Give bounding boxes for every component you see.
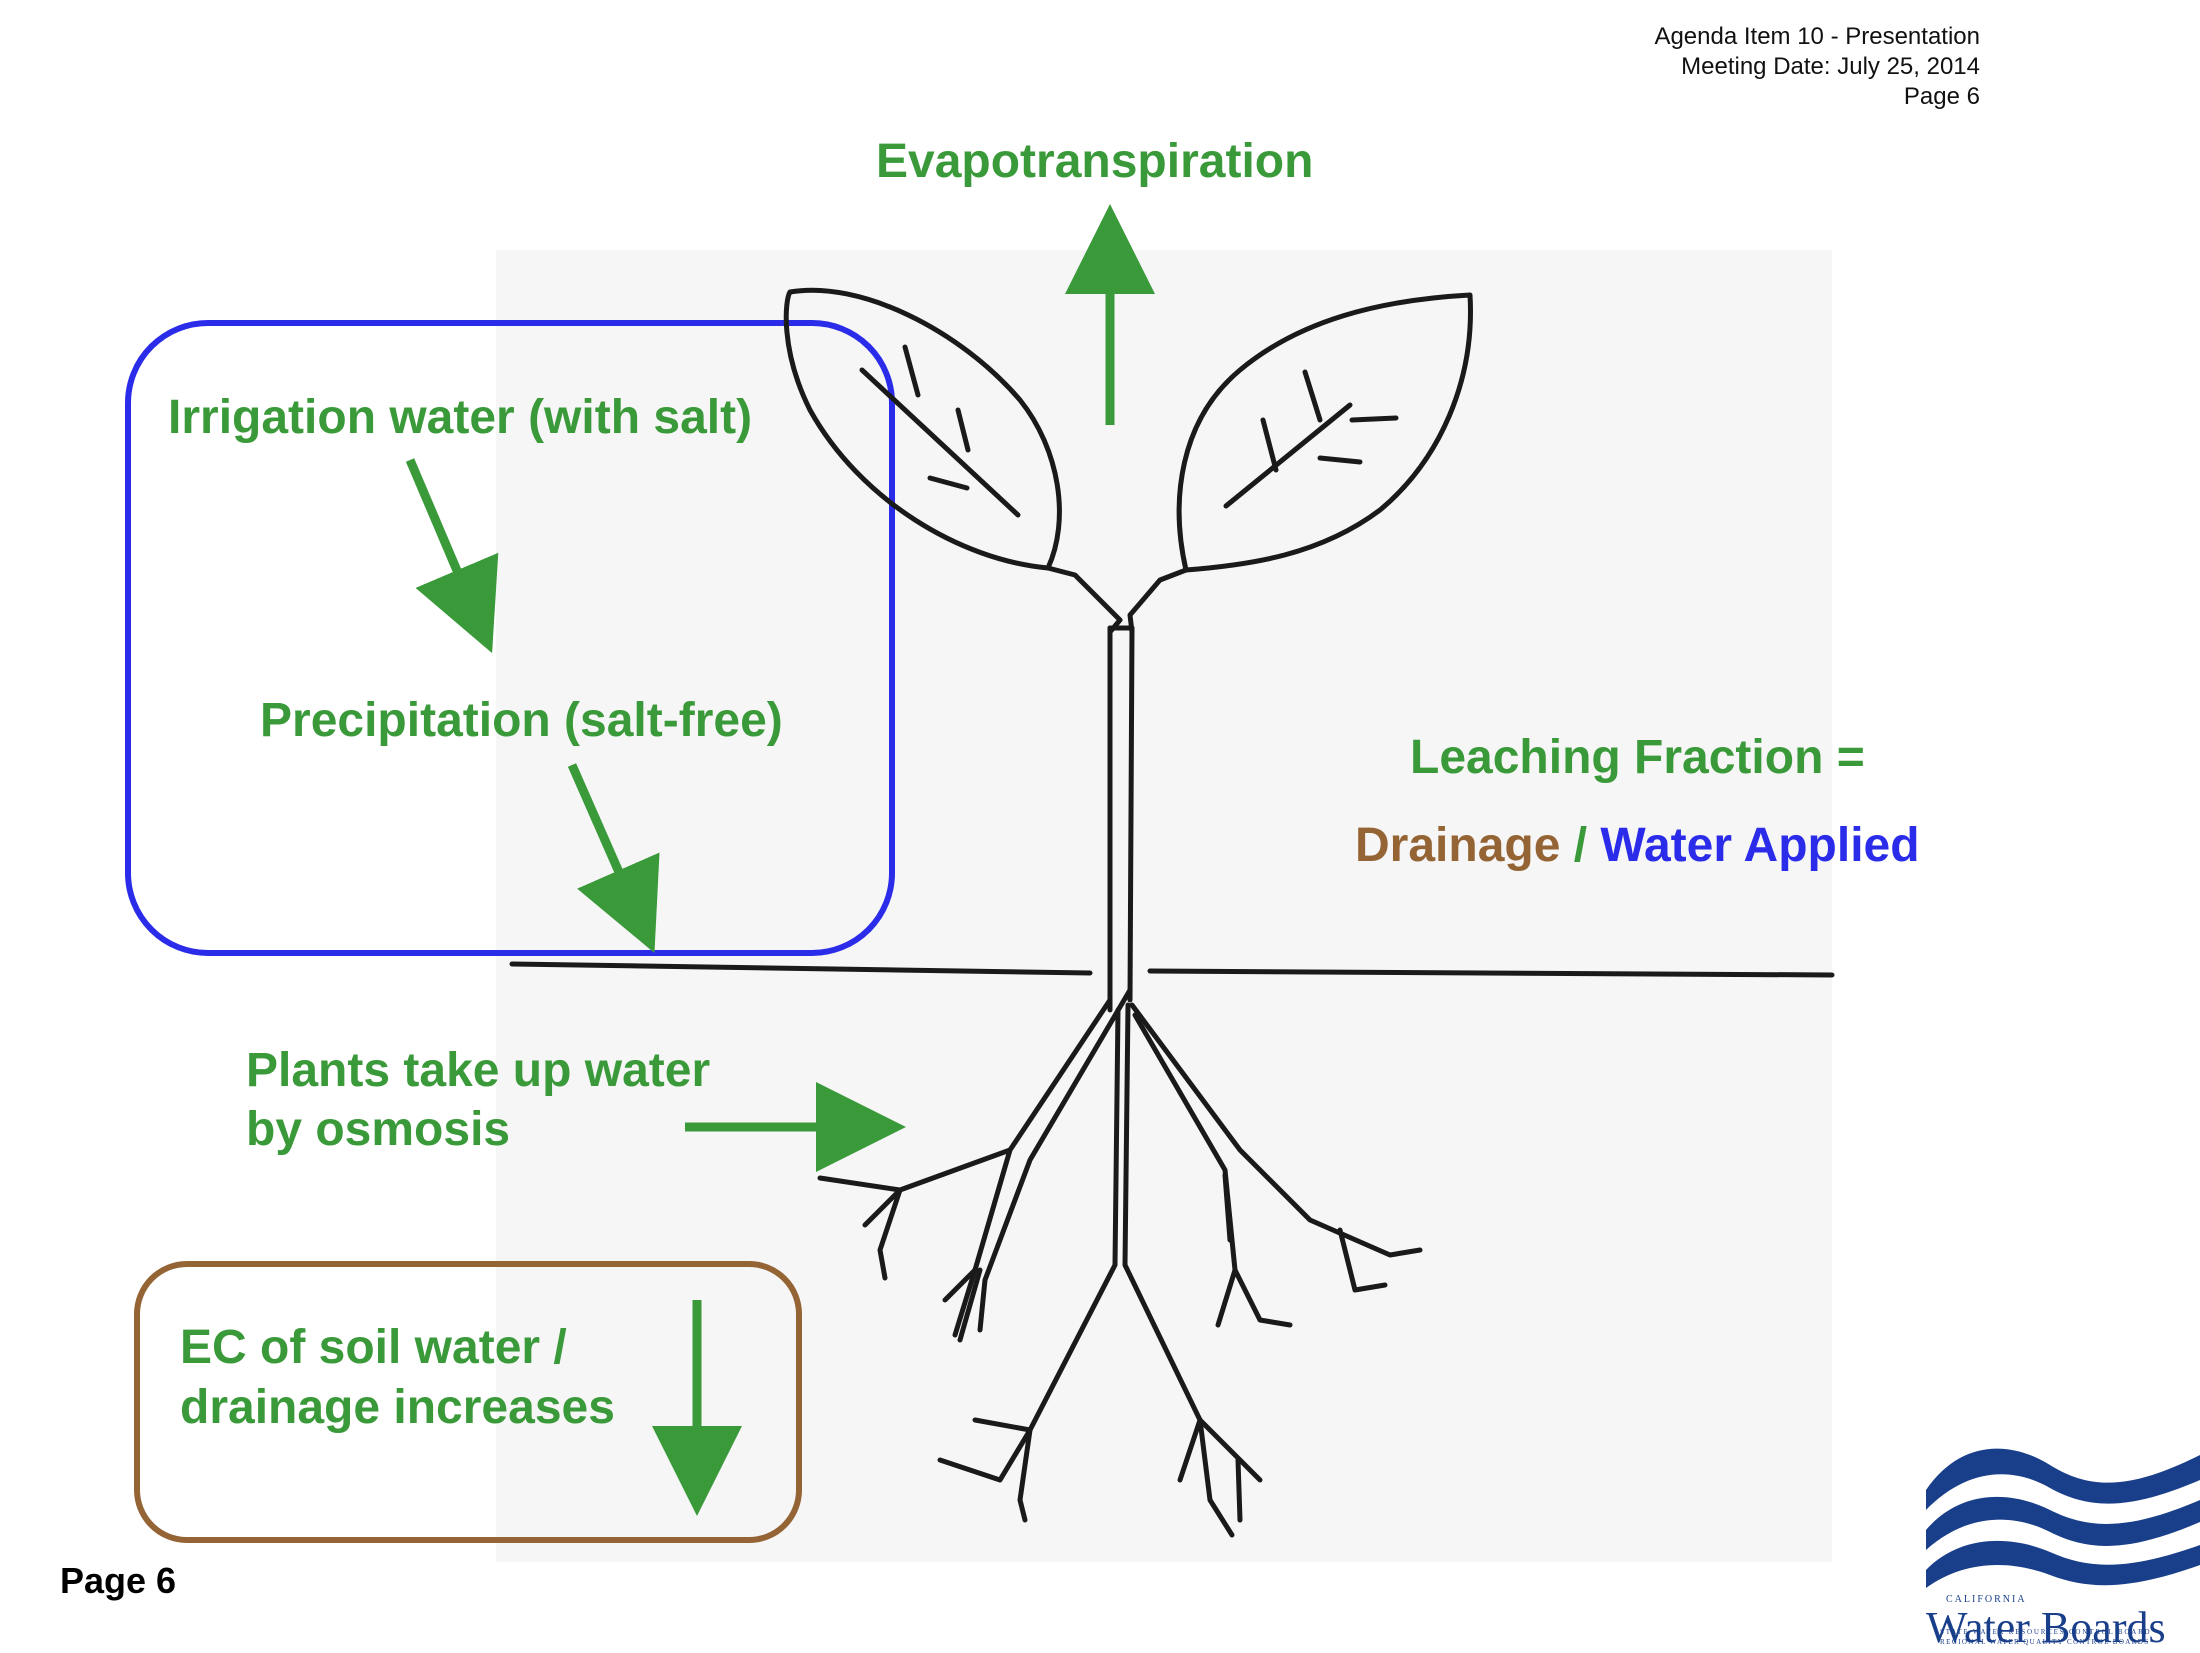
plant-sketch — [783, 287, 1473, 1538]
right-leaf — [1176, 292, 1473, 573]
logo-line2: REGIONAL WATER QUALITY CONTROL BOARDS — [1940, 1638, 2150, 1646]
evapotranspiration-label: Evapotranspiration — [876, 135, 1314, 188]
header-page: Page 6 — [1903, 83, 1980, 110]
leaching-fraction-title: Leaching Fraction = — [1410, 731, 1865, 784]
drainage-box — [134, 1261, 802, 1543]
osmosis-label-line1: Plants take up water — [246, 1044, 711, 1097]
precipitation-arrow — [567, 763, 660, 953]
left-leaf — [783, 287, 1062, 571]
osmosis-label-line2: by osmosis — [246, 1103, 511, 1156]
logo-state: CALIFORNIA — [1946, 1594, 2027, 1605]
leaching-fraction-formula: Drainage / Water Applied — [1355, 818, 1920, 873]
roots — [817, 987, 1423, 1538]
header-meeting-date: Meeting Date: July 25, 2014 — [1681, 53, 1980, 80]
water-boards-logo-waves — [1926, 1448, 2200, 1588]
precipitation-label: Precipitation (salt-free) — [260, 694, 783, 747]
formula-numerator: Drainage — [1355, 819, 1561, 872]
footer-page-number: Page 6 — [60, 1560, 177, 1601]
header-agenda-item: Agenda Item 10 - Presentation — [1654, 23, 1980, 50]
formula-slash: / — [1560, 819, 1601, 872]
logo-line1: STATE WATER RESOURCES CONTROL BOARD — [1940, 1628, 2152, 1636]
ground-line — [509, 961, 1835, 978]
ec-label-line1: EC of soil water / — [180, 1321, 567, 1374]
flow-arrows — [405, 204, 1155, 1516]
irrigation-label: Irrigation water (with salt) — [168, 391, 753, 444]
water-applied-box — [125, 320, 895, 956]
ec-label-line2: drainage increases — [180, 1381, 615, 1434]
irrigation-arrow — [405, 458, 499, 654]
formula-denominator: Water Applied — [1600, 819, 1920, 872]
logo-name: Water Boards — [1926, 1603, 2166, 1652]
